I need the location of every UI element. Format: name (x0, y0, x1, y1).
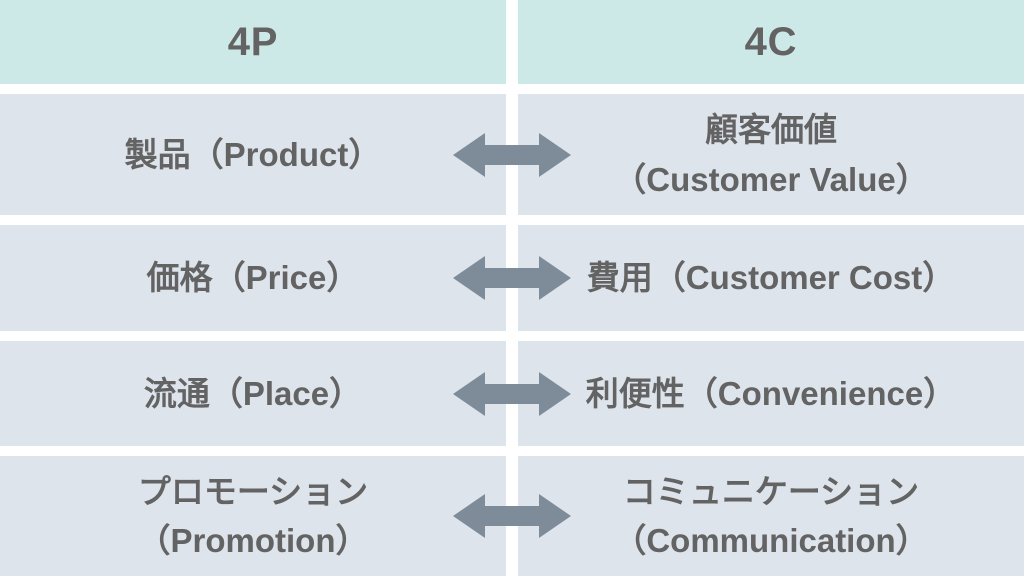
row-product: 製品（Product） 顧客価値 （Customer Value） (0, 94, 1024, 215)
cell-text-line: 価格（Price） (146, 259, 360, 297)
header-4p: 4P (0, 0, 506, 84)
column-divider (506, 456, 518, 576)
cell-text-line: 製品（Product） (124, 135, 382, 173)
cell-text-line: 顧客価値 (705, 111, 837, 148)
cell-text-line: （Promotion） (137, 522, 369, 559)
cell-text-line: コミュニケーション (622, 472, 920, 510)
cell-communication: コミュニケーション （Communication） (518, 456, 1024, 576)
cell-price: 価格（Price） (0, 225, 506, 331)
cell-text-line: （Communication） (613, 522, 929, 559)
cell-text-line: 利便性（Convenience） (585, 374, 957, 412)
column-divider (506, 225, 518, 331)
column-divider (506, 341, 518, 446)
header-4p-label: 4P (227, 19, 279, 64)
row-price: 価格（Price） 費用（Customer Cost） (0, 225, 1024, 331)
row-promotion: プロモーション （Promotion） コミュニケーション （Communica… (0, 456, 1024, 576)
column-divider (506, 94, 518, 215)
row-divider (0, 215, 1024, 225)
cell-text-line: 流通（Place） (143, 374, 363, 412)
row-divider (0, 84, 1024, 94)
cell-convenience: 利便性（Convenience） (518, 341, 1024, 446)
cell-customer-value: 顧客価値 （Customer Value） (518, 94, 1024, 215)
row-divider (0, 446, 1024, 456)
cell-product: 製品（Product） (0, 94, 506, 215)
row-place: 流通（Place） 利便性（Convenience） (0, 341, 1024, 446)
cell-text-line: 費用（Customer Cost） (586, 259, 956, 297)
column-divider (506, 0, 518, 84)
cell-text-line: （Customer Value） (613, 160, 929, 198)
cell-place: 流通（Place） (0, 341, 506, 446)
header-row: 4P 4C (0, 0, 1024, 84)
cell-text-line: プロモーション (137, 472, 369, 510)
cell-promotion: プロモーション （Promotion） (0, 456, 506, 576)
header-4c-label: 4C (744, 19, 798, 64)
cell-customer-cost: 費用（Customer Cost） (518, 225, 1024, 331)
header-4c: 4C (518, 0, 1024, 84)
row-divider (0, 331, 1024, 341)
